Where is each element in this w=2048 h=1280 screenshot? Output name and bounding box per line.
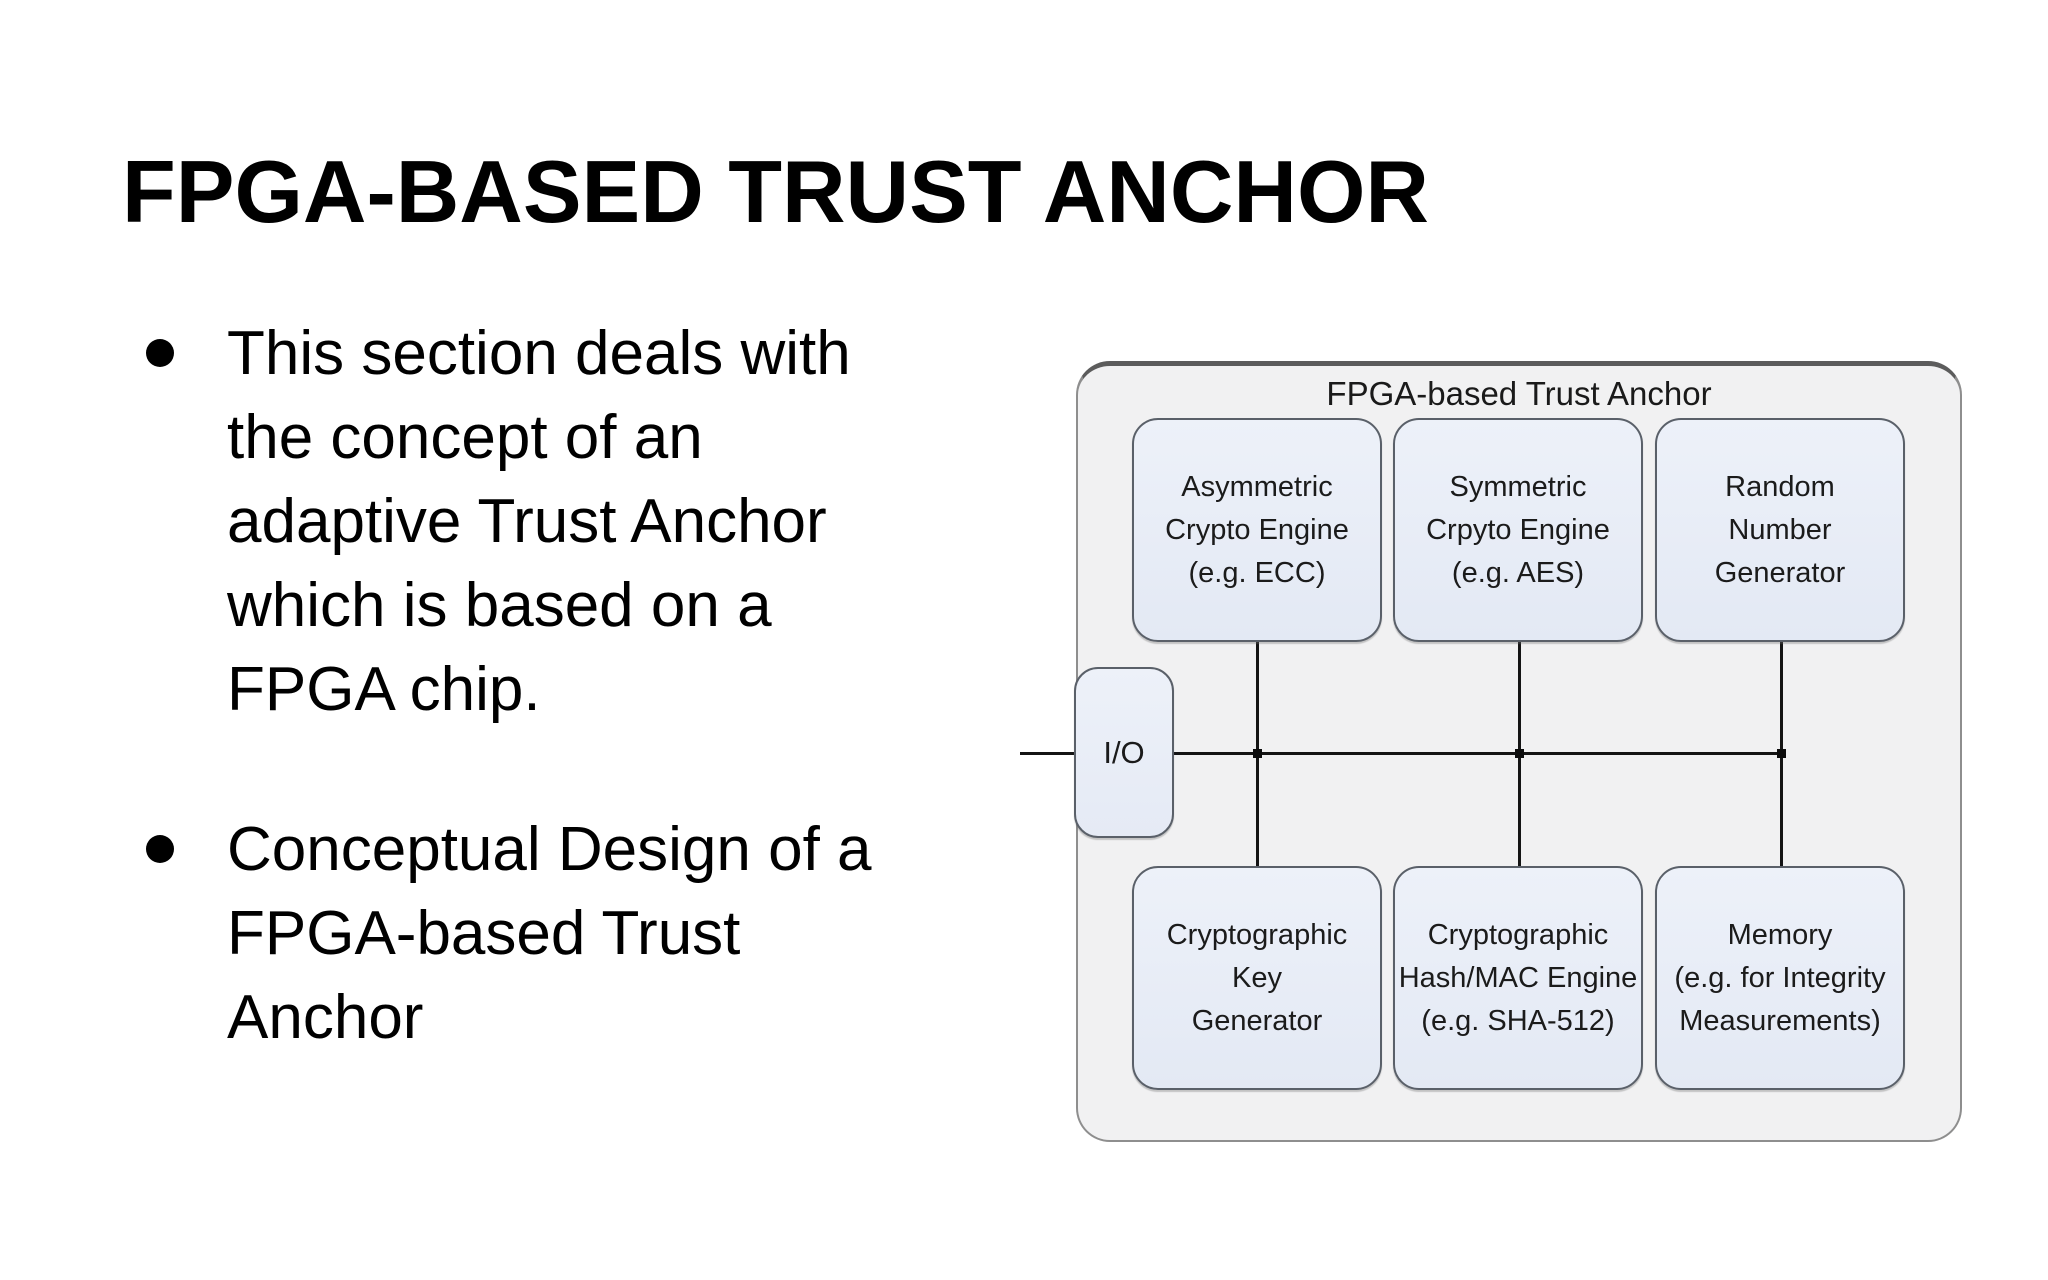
box-label-line: Key bbox=[1232, 961, 1282, 994]
junction-dot-1 bbox=[1253, 749, 1262, 758]
box-label-line: Symmetric bbox=[1449, 470, 1587, 503]
bullet-text: This section deals with the concept of a… bbox=[227, 312, 851, 732]
diagram-title: FPGA-based Trust Anchor bbox=[1326, 375, 1712, 412]
box-cryptographic-key-generator: Cryptographic Key Generator bbox=[1132, 866, 1382, 1090]
io-label: I/O bbox=[1103, 734, 1145, 770]
box-label-line: Number bbox=[1728, 513, 1832, 546]
box-label-line: Crypto Engine bbox=[1165, 513, 1349, 546]
box-label-line: Crpyto Engine bbox=[1426, 513, 1610, 546]
box-label: Cryptographic Key Generator bbox=[1167, 914, 1348, 1043]
box-label-line: (e.g. for Integrity bbox=[1674, 961, 1886, 994]
bullet-line: FPGA chip. bbox=[227, 655, 541, 724]
box-label-line: Generator bbox=[1714, 556, 1846, 589]
bus-line bbox=[1020, 752, 1783, 755]
bullet-line: Anchor bbox=[227, 983, 424, 1052]
box-cryptographic-hash-mac-engine: Cryptographic Hash/MAC Engine (e.g. SHA-… bbox=[1393, 866, 1643, 1090]
trust-anchor-diagram: FPGA-based Trust Anchor Asymmetric Crypt… bbox=[1020, 361, 1962, 1142]
box-label-line: (e.g. SHA-512) bbox=[1421, 1004, 1615, 1037]
box-label: Memory (e.g. for Integrity Measurements) bbox=[1674, 914, 1885, 1043]
bullet-line: adaptive Trust Anchor bbox=[227, 487, 827, 556]
bullet-line: which is based on a bbox=[227, 571, 772, 640]
box-label-line: Generator bbox=[1191, 1004, 1323, 1037]
box-label-line: (e.g. AES) bbox=[1451, 556, 1585, 589]
bullet-text: Conceptual Design of a FPGA-based Trust … bbox=[227, 808, 872, 1060]
bullet-icon bbox=[146, 835, 174, 863]
box-memory: Memory (e.g. for Integrity Measurements) bbox=[1655, 866, 1905, 1090]
bullet-item: Conceptual Design of a FPGA-based Trust … bbox=[122, 808, 982, 1060]
box-label: Random Number Generator bbox=[1715, 466, 1846, 595]
box-asymmetric-crypto-engine: Asymmetric Crypto Engine (e.g. ECC) bbox=[1132, 418, 1382, 642]
junction-dot-2 bbox=[1515, 749, 1524, 758]
box-label-line: Cryptographic bbox=[1427, 918, 1609, 951]
bullet-line: Conceptual Design of a bbox=[227, 815, 872, 884]
box-label-line: Random bbox=[1725, 470, 1835, 503]
box-label: Cryptographic Hash/MAC Engine (e.g. SHA-… bbox=[1399, 914, 1638, 1043]
box-label: Symmetric Crpyto Engine (e.g. AES) bbox=[1426, 466, 1610, 595]
bullet-item: This section deals with the concept of a… bbox=[122, 312, 982, 732]
box-label-line: Measurements) bbox=[1679, 1004, 1881, 1037]
box-label-line: (e.g. ECC) bbox=[1188, 556, 1326, 589]
bullet-line: This section deals with bbox=[227, 319, 851, 388]
box-label: Asymmetric Crypto Engine (e.g. ECC) bbox=[1165, 466, 1349, 595]
box-label-line: Hash/MAC Engine bbox=[1398, 961, 1638, 994]
junction-dot-3 bbox=[1777, 749, 1786, 758]
box-label-line: Asymmetric bbox=[1181, 470, 1333, 503]
box-symmetric-crypto-engine: Symmetric Crpyto Engine (e.g. AES) bbox=[1393, 418, 1643, 642]
bullet-line: the concept of an bbox=[227, 403, 703, 472]
box-label-line: Cryptographic bbox=[1166, 918, 1348, 951]
box-random-number-generator: Random Number Generator bbox=[1655, 418, 1905, 642]
io-box: I/O bbox=[1074, 667, 1174, 838]
box-label-line: Memory bbox=[1727, 918, 1833, 951]
bullet-list: This section deals with the concept of a… bbox=[122, 312, 982, 1060]
slide-title: FPGA-BASED TRUST ANCHOR bbox=[122, 142, 1429, 241]
bullet-icon bbox=[146, 339, 174, 367]
bullet-line: FPGA-based Trust bbox=[227, 899, 741, 968]
